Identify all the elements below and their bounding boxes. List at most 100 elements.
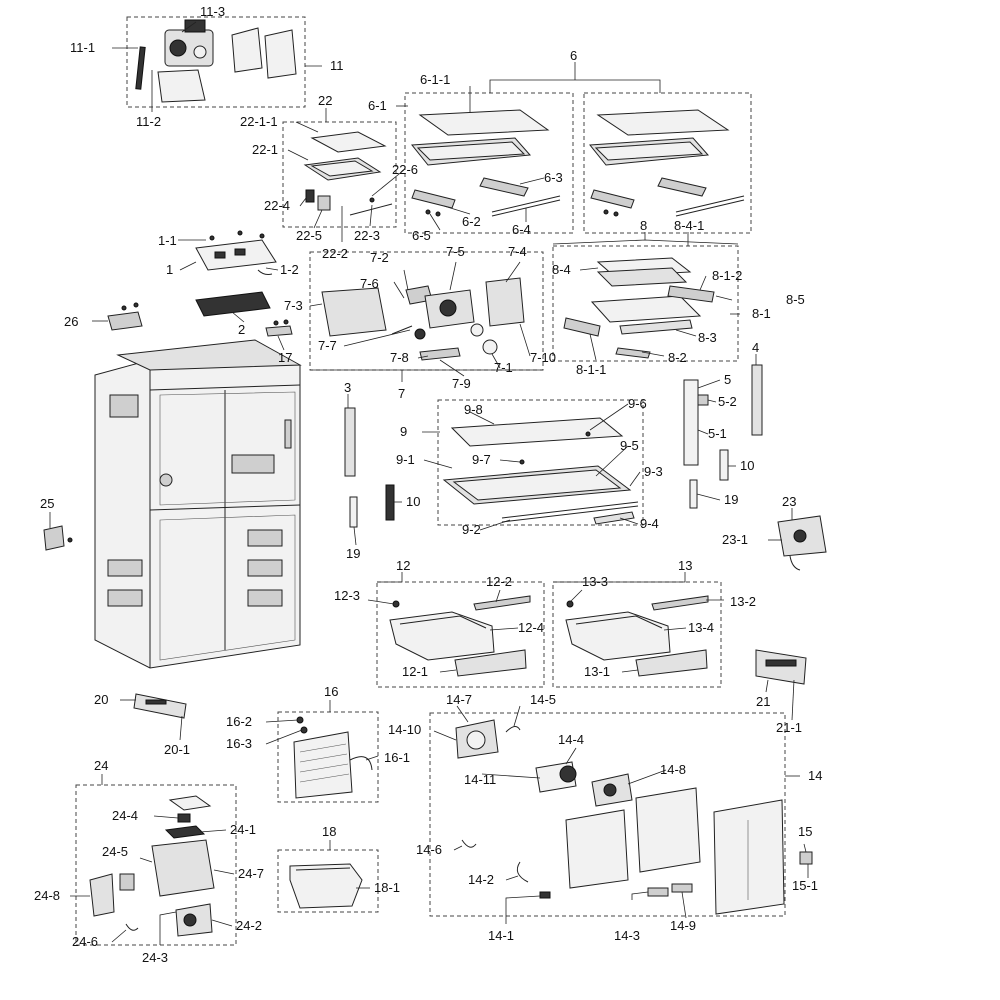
label-23: 23 xyxy=(782,494,796,509)
label-2: 2 xyxy=(238,322,245,337)
label-15-1: 15-1 xyxy=(792,878,818,893)
label-11-1: 11-1 xyxy=(70,40,95,55)
label-6-1: 6-1 xyxy=(368,98,387,113)
label-14-5: 14-5 xyxy=(530,692,556,707)
label-6-2: 6-2 xyxy=(462,214,481,229)
label-8-1: 8-1 xyxy=(752,306,771,321)
label-13-4: 13-4 xyxy=(688,620,714,635)
label-14-7: 14-7 xyxy=(446,692,472,707)
label-7-6: 7-6 xyxy=(360,276,379,291)
label-12-1: 12-1 xyxy=(402,664,428,679)
label-10-right: 10 xyxy=(740,458,754,473)
label-1: 1 xyxy=(166,262,173,277)
label-12-2: 12-2 xyxy=(486,574,512,589)
label-24-4: 24-4 xyxy=(112,808,138,823)
label-9-6: 9-6 xyxy=(628,396,647,411)
frame-group-9 xyxy=(437,399,644,526)
label-7-4: 7-4 xyxy=(508,244,527,259)
label-8-4-1: 8-4-1 xyxy=(674,218,704,233)
label-13-3: 13-3 xyxy=(582,574,608,589)
label-9-4: 9-4 xyxy=(640,516,659,531)
label-13-1: 13-1 xyxy=(584,664,610,679)
label-9-1: 9-1 xyxy=(396,452,415,467)
label-22-4: 22-4 xyxy=(264,198,290,213)
label-8-4: 8-4 xyxy=(552,262,571,277)
evaporator-16 xyxy=(293,716,373,799)
label-24-8: 24-8 xyxy=(34,888,60,903)
label-5-1: 5-1 xyxy=(708,426,727,441)
frame-group-12 xyxy=(376,581,545,688)
label-14-9: 14-9 xyxy=(670,918,696,933)
label-13: 13 xyxy=(678,558,692,573)
label-7-9: 7-9 xyxy=(452,376,471,391)
bracket-17 xyxy=(265,319,293,337)
label-24-6: 24-6 xyxy=(72,934,98,949)
label-9-5: 9-5 xyxy=(620,438,639,453)
label-10-left: 10 xyxy=(406,494,420,509)
drawer-assembly-13 xyxy=(565,595,709,677)
frame-group-6-1 xyxy=(404,92,574,234)
label-1-2: 1-2 xyxy=(280,262,299,277)
label-22-6: 22-6 xyxy=(392,162,418,177)
label-16: 16 xyxy=(324,684,338,699)
label-8: 8 xyxy=(640,218,647,233)
leader-lines xyxy=(49,21,809,945)
label-21-1: 21-1 xyxy=(776,720,802,735)
bin-18 xyxy=(289,863,363,909)
label-14-10: 14-10 xyxy=(388,722,421,737)
label-16-3: 16-3 xyxy=(226,736,252,751)
label-23-1: 23-1 xyxy=(722,532,748,547)
label-22-3: 22-3 xyxy=(354,228,380,243)
label-26: 26 xyxy=(64,314,78,329)
label-14-4: 14-4 xyxy=(558,732,584,747)
label-1-1: 1-1 xyxy=(158,233,177,248)
top-cover-assembly-1 xyxy=(195,230,277,275)
refrigerator-cabinet xyxy=(94,339,302,669)
label-12-4: 12-4 xyxy=(518,620,544,635)
label-6-5: 6-5 xyxy=(412,228,431,243)
frame-group-18 xyxy=(277,849,379,913)
label-7-10: 7-10 xyxy=(530,350,556,365)
label-11-3: 11-3 xyxy=(200,4,225,19)
label-19-right: 19 xyxy=(724,492,738,507)
label-9-3: 9-3 xyxy=(644,464,663,479)
label-7-5: 7-5 xyxy=(446,244,465,259)
label-20-1: 20-1 xyxy=(164,742,190,757)
label-6-1-1: 6-1-1 xyxy=(420,72,450,87)
label-8-2: 8-2 xyxy=(668,350,687,365)
label-22-1: 22-1 xyxy=(252,142,278,157)
frame-group-14 xyxy=(429,712,786,917)
callout-labels: 11-1 11-2 11-3 11 6 6-1-1 6-1 6-3 6-2 6-… xyxy=(34,4,822,965)
label-7-2: 7-2 xyxy=(370,250,389,265)
shelf-assembly-22 xyxy=(303,131,393,216)
label-17: 17 xyxy=(278,350,292,365)
label-22: 22 xyxy=(318,93,332,108)
label-24-2: 24-2 xyxy=(236,918,262,933)
label-14-6: 14-6 xyxy=(416,842,442,857)
vent-21 xyxy=(755,649,807,685)
label-7-8: 7-8 xyxy=(390,350,409,365)
drawer-assembly-12 xyxy=(389,595,531,677)
label-24-3: 24-3 xyxy=(142,950,168,965)
label-6-4: 6-4 xyxy=(512,222,531,237)
label-6: 6 xyxy=(570,48,577,63)
label-14-2: 14-2 xyxy=(468,872,494,887)
ice-maker-assembly xyxy=(135,19,297,103)
label-9-2: 9-2 xyxy=(462,522,481,537)
shelf-assembly-6-1 xyxy=(411,109,561,217)
label-11: 11 xyxy=(330,58,344,73)
label-22-1-1: 22-1-1 xyxy=(240,114,278,129)
label-7-1: 7-1 xyxy=(494,360,513,375)
label-24-5: 24-5 xyxy=(102,844,128,859)
frame-group-16 xyxy=(277,711,379,803)
damper-23 xyxy=(777,515,827,571)
label-7-3: 7-3 xyxy=(284,298,303,313)
filter-cover-2 xyxy=(195,291,271,317)
label-14-3: 14-3 xyxy=(614,928,640,943)
drawer-cover-assembly-8 xyxy=(563,257,715,359)
frame-group-22 xyxy=(282,121,397,228)
label-20: 20 xyxy=(94,692,108,707)
shelf-assembly-6-right xyxy=(589,109,745,217)
fan-assembly-7 xyxy=(321,277,525,361)
label-24: 24 xyxy=(94,758,108,773)
